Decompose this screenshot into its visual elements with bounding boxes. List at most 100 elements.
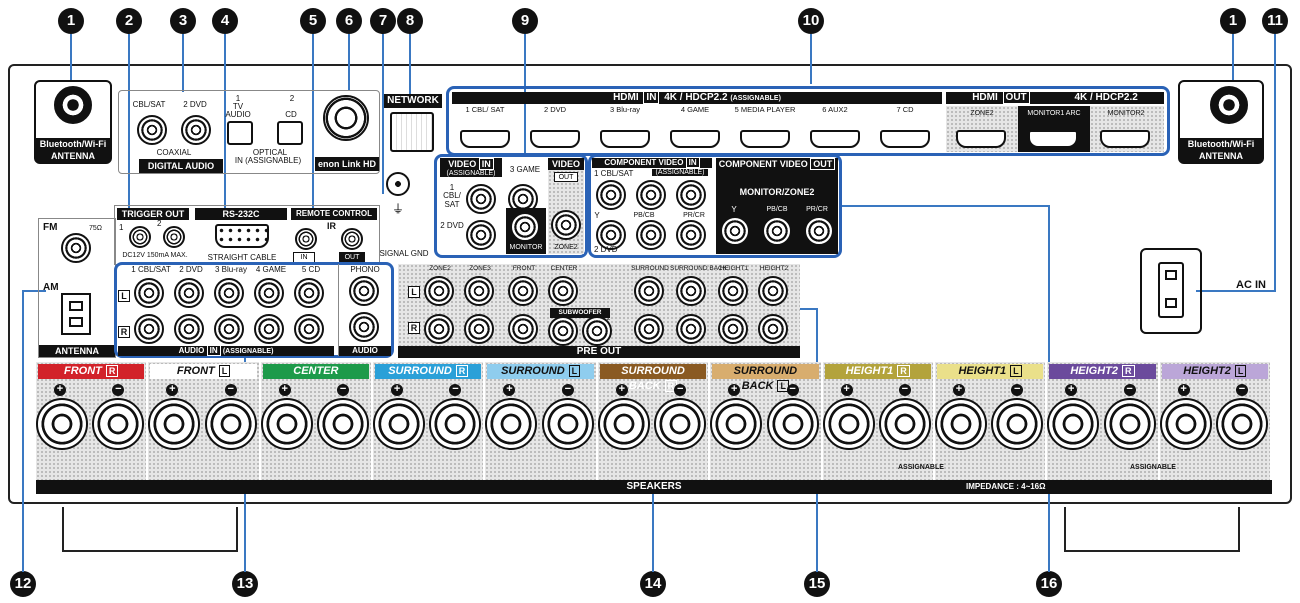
preout-jack-top[interactable] (758, 276, 788, 306)
ethernet-port[interactable] (390, 112, 434, 152)
video-in-1-label: 1 CBL/ SAT (443, 183, 461, 209)
speaker-post-minus[interactable] (766, 398, 819, 450)
speaker-post-minus[interactable] (317, 398, 370, 450)
denon-link-jack[interactable] (323, 95, 369, 141)
component-in-2-pr-jack[interactable] (676, 220, 706, 250)
preout-jack-top[interactable] (548, 276, 578, 306)
speaker-post-plus[interactable] (373, 398, 426, 450)
audio-in-r-jack[interactable] (134, 314, 164, 344)
hdmi-in-port[interactable] (600, 130, 650, 148)
rs232-port[interactable] (215, 224, 269, 248)
speaker-post-plus[interactable] (597, 398, 650, 450)
subwoofer-jack-2[interactable] (582, 316, 612, 346)
trigger-jack-1[interactable] (129, 226, 151, 248)
preout-jack-bottom[interactable] (718, 314, 748, 344)
bt-label-line1: Bluetooth/Wi-Fi (1187, 139, 1255, 149)
speaker-post-minus[interactable] (204, 398, 257, 450)
audio-in-l-jack[interactable] (254, 278, 284, 308)
speaker-post-minus[interactable] (541, 398, 594, 450)
speaker-post-minus[interactable] (654, 398, 707, 450)
preout-jack-bottom[interactable] (634, 314, 664, 344)
callout-12: 12 (10, 571, 36, 597)
am-terminal-1[interactable] (69, 301, 83, 311)
preout-jack-top[interactable] (676, 276, 706, 306)
component-in-1-pr-jack[interactable] (676, 180, 706, 210)
speaker-post-minus[interactable] (1215, 398, 1268, 450)
am-antenna-terminal[interactable] (61, 293, 91, 335)
fm-antenna-jack[interactable] (61, 233, 91, 263)
optical-jack-1[interactable] (227, 121, 253, 145)
speaker-post-plus[interactable] (36, 398, 88, 450)
audio-in-r-jack[interactable] (294, 314, 324, 344)
component-in-2-y-jack[interactable] (596, 220, 626, 250)
phono-l-jack[interactable] (349, 276, 379, 306)
speaker-post-minus[interactable] (1103, 398, 1156, 450)
audio-in-r-jack[interactable] (214, 314, 244, 344)
audio-in-l-jack[interactable] (294, 278, 324, 308)
phono-r-jack[interactable] (349, 312, 379, 342)
preout-jack-top[interactable] (464, 276, 494, 306)
hdmi-in-port[interactable] (880, 130, 930, 148)
hdmi-out-port[interactable] (956, 130, 1006, 148)
hdmi-out-port[interactable] (1028, 130, 1078, 148)
video-in-jack-2[interactable] (466, 220, 496, 250)
preout-jack-bottom[interactable] (464, 314, 494, 344)
component-in-1-pb-jack[interactable] (636, 180, 666, 210)
hdmi-in-port-label: 7 CD (896, 105, 914, 114)
speaker-channel-name: SURROUND (388, 365, 452, 377)
speaker-post-minus[interactable] (991, 398, 1044, 450)
hdmi-in-port[interactable] (460, 130, 510, 148)
audio-in-r-jack[interactable] (254, 314, 284, 344)
speaker-post-plus[interactable] (934, 398, 987, 450)
preout-jack-top[interactable] (718, 276, 748, 306)
speaker-post-plus[interactable] (148, 398, 201, 450)
am-terminal-2[interactable] (69, 317, 83, 327)
speaker-post-minus[interactable] (878, 398, 931, 450)
preout-jack-bottom[interactable] (676, 314, 706, 344)
speaker-post-plus[interactable] (485, 398, 538, 450)
speaker-plus-icon: + (615, 384, 628, 396)
preout-jack-top[interactable] (508, 276, 538, 306)
hdmi-in-port[interactable] (810, 130, 860, 148)
subwoofer-jack-1[interactable] (548, 316, 578, 346)
audio-in-l-jack[interactable] (214, 278, 244, 308)
speaker-post-plus[interactable] (260, 398, 313, 450)
component-out-y-jack[interactable] (720, 216, 750, 246)
ground-terminal[interactable] (386, 172, 410, 196)
speaker-post-minus[interactable] (429, 398, 482, 450)
hdmi-in-port[interactable] (740, 130, 790, 148)
hdmi-in-port[interactable] (670, 130, 720, 148)
speaker-post-plus[interactable] (1159, 398, 1212, 450)
optical-jack-2[interactable] (277, 121, 303, 145)
trigger-jack-2[interactable] (163, 226, 185, 248)
component-out-pr-jack[interactable] (804, 216, 834, 246)
component-in-1-y-jack[interactable] (596, 180, 626, 210)
ac-inlet[interactable] (1140, 248, 1202, 334)
coaxial-jack-1[interactable] (137, 115, 167, 145)
audio-in-l-jack[interactable] (174, 278, 204, 308)
video-zone2-out-jack[interactable] (551, 210, 581, 240)
coaxial-jack-2[interactable] (181, 115, 211, 145)
remote-in-jack[interactable] (295, 228, 317, 250)
audio-in-l-jack[interactable] (134, 278, 164, 308)
hdmi-in-port[interactable] (530, 130, 580, 148)
preout-jack-top[interactable] (424, 276, 454, 306)
component-in-2-pb-jack[interactable] (636, 220, 666, 250)
video-monitor-out-jack[interactable] (510, 212, 540, 242)
video-in-jack-1[interactable] (466, 184, 496, 214)
remote-out-jack[interactable] (341, 228, 363, 250)
speaker-post-minus[interactable] (92, 398, 145, 450)
preout-jack-top[interactable] (634, 276, 664, 306)
speaker-post-plus[interactable] (822, 398, 875, 450)
preout-jack-bottom[interactable] (424, 314, 454, 344)
preout-jack-bottom[interactable] (758, 314, 788, 344)
speaker-post-plus[interactable] (1047, 398, 1100, 450)
speaker-post-plus[interactable] (710, 398, 763, 450)
component-out-pb-jack[interactable] (762, 216, 792, 246)
preout-jack-bottom[interactable] (508, 314, 538, 344)
speaker-channel-name: HEIGHT1 (958, 365, 1007, 377)
audio-in-r-jack[interactable] (174, 314, 204, 344)
hdmi-out-port[interactable] (1100, 130, 1150, 148)
